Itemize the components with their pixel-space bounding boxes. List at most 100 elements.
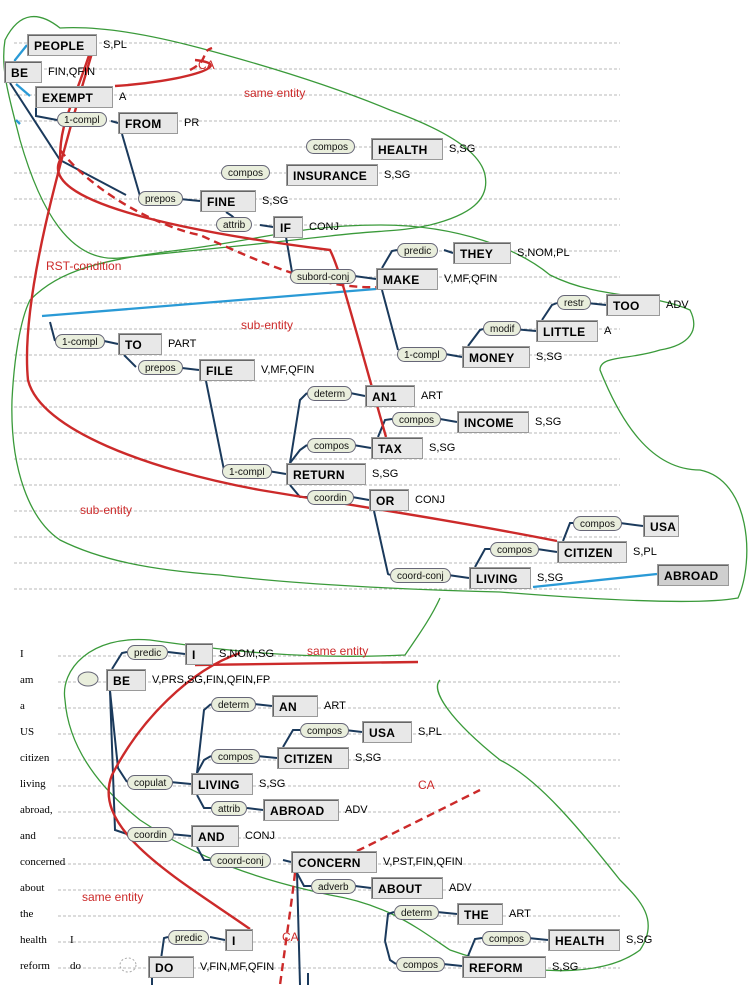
node-make[interactable]: MAKE — [376, 268, 438, 290]
coreference-curve — [107, 651, 251, 930]
relation-label-l_determ_an: determ — [307, 386, 353, 401]
relation-label-l_prepos_file: prepos — [138, 360, 183, 375]
node-citizen2[interactable]: CITIZEN — [277, 747, 349, 769]
relation-label-b_compos_reform: compos — [396, 957, 446, 972]
annotation-ann_sub2: sub-entity — [80, 503, 133, 517]
annotation-ann_same3: same entity — [82, 890, 144, 904]
node-abroad2[interactable]: ABROAD — [263, 799, 339, 821]
relation-label-l_compos_tax: compos — [307, 438, 357, 453]
feature-do: V,FIN,MF,QFIN — [200, 961, 275, 973]
relation-label-b_coordconj: coord-conj — [210, 853, 271, 868]
dependency-edge — [377, 418, 393, 438]
feature-an2: ART — [324, 700, 346, 712]
dependency-edge — [467, 328, 484, 347]
node-little[interactable]: LITTLE — [536, 320, 598, 342]
node-citizen1[interactable]: CITIZEN — [557, 541, 627, 563]
node-abroad1[interactable]: ABROAD — [657, 564, 729, 586]
relation-label-l_compos_citizen: compos — [490, 542, 540, 557]
feature-if: CONJ — [309, 221, 339, 233]
dependency-edge — [541, 302, 558, 321]
feature-they: S,NOM,PL — [517, 247, 570, 259]
feature-citizen2: S,SG — [355, 752, 382, 764]
dependency-edge — [111, 651, 128, 670]
feature-return: S,SG — [372, 468, 399, 480]
node-return[interactable]: RETURN — [286, 463, 366, 485]
coreference-curve — [278, 872, 297, 985]
feature-about: ADV — [449, 882, 472, 894]
sentence-word: the — [20, 908, 34, 920]
node-be2[interactable]: BE — [106, 669, 146, 691]
node-usa2[interactable]: USA — [362, 721, 412, 743]
feature-people: S,PL — [103, 39, 127, 51]
dependency-edge — [527, 937, 549, 941]
relation-label-l_compos_income: compos — [392, 412, 442, 427]
feature-reform: S,SG — [552, 961, 579, 973]
node-people[interactable]: PEOPLE — [27, 34, 97, 56]
feature-be1: FIN,QFIN — [48, 66, 96, 78]
node-be1[interactable]: BE — [4, 61, 42, 83]
dependency-edge — [354, 885, 372, 889]
node-an1[interactable]: AN1 — [365, 385, 415, 407]
dependency-edge — [443, 249, 454, 254]
node-or[interactable]: OR — [369, 489, 409, 511]
node-usa1[interactable]: USA — [643, 515, 679, 537]
node-they[interactable]: THEY — [453, 242, 511, 264]
relation-label-b_determ_the: determ — [394, 905, 440, 920]
node-insurance[interactable]: INSURANCE — [286, 164, 378, 186]
node-file[interactable]: FILE — [199, 359, 255, 381]
feature-an1: ART — [421, 390, 443, 402]
sentence-word: a — [20, 700, 25, 712]
node-reform[interactable]: REFORM — [462, 956, 546, 978]
sentence-word: concerned — [20, 856, 66, 868]
coreference-curve — [25, 42, 558, 543]
node-and[interactable]: AND — [191, 825, 239, 847]
relation-label-b_coordin: coordin — [127, 827, 174, 842]
relation-label-b_compos_health: compos — [482, 931, 532, 946]
sentence-word: citizen — [20, 752, 50, 764]
node-health1[interactable]: HEALTH — [371, 138, 443, 160]
node-living1[interactable]: LIVING — [469, 567, 531, 589]
node-concern[interactable]: CONCERN — [291, 851, 377, 873]
node-from[interactable]: FROM — [118, 112, 178, 134]
relation-label-l_compos_usa: compos — [573, 516, 623, 531]
node-an2[interactable]: AN — [272, 695, 318, 717]
node-to[interactable]: TO — [118, 333, 162, 355]
blue-link — [532, 572, 658, 589]
node-tax[interactable]: TAX — [371, 437, 423, 459]
node-i1[interactable]: I — [185, 643, 213, 665]
node-if[interactable]: IF — [273, 216, 303, 238]
node-money[interactable]: MONEY — [462, 346, 530, 368]
node-income[interactable]: INCOME — [457, 411, 529, 433]
coreference-curve — [114, 58, 212, 88]
dependency-edge — [536, 548, 558, 553]
feature-too: ADV — [666, 299, 689, 311]
node-about[interactable]: ABOUT — [371, 877, 443, 899]
node-the[interactable]: THE — [457, 903, 503, 925]
feature-abroad2: ADV — [345, 804, 368, 816]
relation-label-b_determ_an: determ — [211, 697, 257, 712]
relation-label-l_restr: restr — [557, 295, 591, 310]
sentence-word: am — [20, 674, 34, 686]
dependency-edge — [179, 198, 201, 202]
feature-health2: S,SG — [626, 934, 653, 946]
sentence-word: living — [20, 778, 46, 790]
relation-label-l_attrib_if: attrib — [216, 217, 253, 232]
relation-label-l_compos_ins: compos — [221, 165, 271, 180]
dependency-edge — [110, 120, 119, 124]
node-too[interactable]: TOO — [606, 294, 660, 316]
node-living2[interactable]: LIVING — [191, 773, 253, 795]
node-health2[interactable]: HEALTH — [548, 929, 620, 951]
feature-i1: S,NOM,SG — [219, 648, 275, 660]
dependency-edge — [196, 846, 210, 861]
dependency-edge — [349, 392, 366, 397]
sentence-word: US — [20, 726, 35, 738]
feature-concern: V,PST,FIN,QFIN — [383, 856, 463, 868]
node-exempt[interactable]: EXEMPT — [35, 86, 113, 108]
dependency-edge — [439, 418, 458, 423]
feature-money: S,SG — [536, 351, 563, 363]
dependency-edge — [259, 224, 274, 228]
node-do[interactable]: DO — [148, 956, 194, 978]
node-fine[interactable]: FINE — [200, 190, 256, 212]
feature-little: A — [604, 325, 612, 337]
node-i2[interactable]: I — [225, 929, 253, 951]
